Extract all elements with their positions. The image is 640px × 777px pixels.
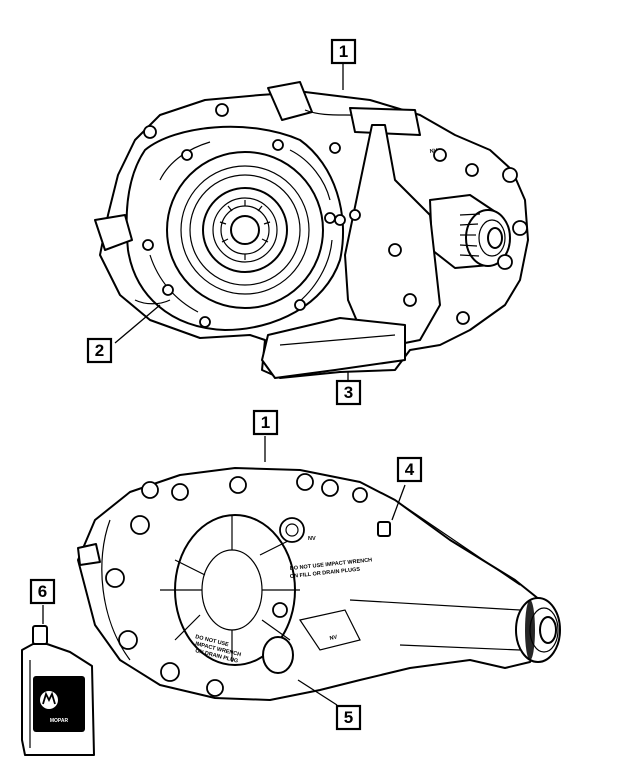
fluid-bottle: MOPAR xyxy=(21,625,95,756)
callout-1-bottom: 1 xyxy=(252,409,279,436)
transfer-case-side-view: DO NOT USE IMPACT WRENCH ON FILL OR DRAI… xyxy=(77,467,561,701)
callout-5: 5 xyxy=(335,704,362,731)
callout-label: 5 xyxy=(344,708,353,727)
callout-label: 3 xyxy=(344,383,353,402)
callout-1-top: 1 xyxy=(330,38,357,65)
callout-label: 2 xyxy=(95,341,104,360)
callout-label: 1 xyxy=(261,413,270,432)
leader-lines xyxy=(42,64,406,706)
callout-4: 4 xyxy=(396,456,423,483)
mopar-logo-text: MOPAR xyxy=(50,718,69,724)
callout-3: 3 xyxy=(335,379,362,406)
callout-label: 4 xyxy=(405,460,415,479)
svg-text:NV: NV xyxy=(329,634,338,642)
svg-text:NV: NV xyxy=(308,536,316,542)
svg-text:NV: NV xyxy=(429,148,438,155)
callout-label: 6 xyxy=(38,582,47,601)
transfer-case-front-view: NV xyxy=(94,81,529,379)
callout-label: 1 xyxy=(339,42,348,61)
mopar-label xyxy=(33,676,85,732)
callout-2: 2 xyxy=(86,337,113,364)
callout-6: 6 xyxy=(29,578,56,605)
